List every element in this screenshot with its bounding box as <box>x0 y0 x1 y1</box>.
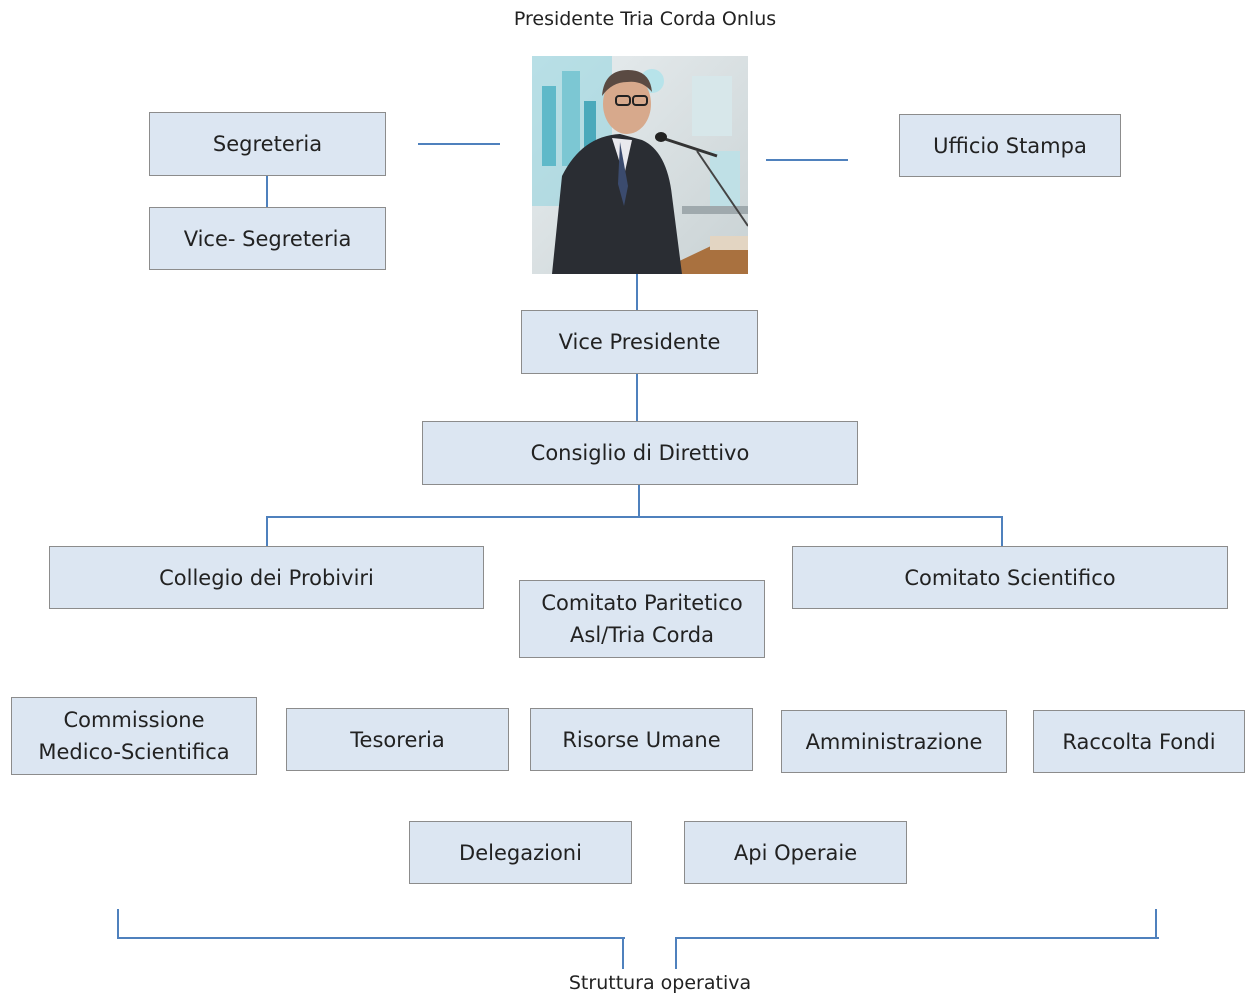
box-comitato-paritetico: Comitato Paritetico Asl/Tria Corda <box>519 580 765 658</box>
box-vice-presidente: Vice Presidente <box>521 310 758 374</box>
bracket-right-end <box>1155 909 1157 939</box>
box-commissione: Commissione Medico-Scientifica <box>11 697 257 775</box>
box-tesoreria: Tesoreria <box>286 708 509 771</box>
chart-title: Presidente Tria Corda Onlus <box>513 8 777 30</box>
connector-segreteria-president <box>418 143 500 145</box>
bracket-left-tip <box>622 937 624 969</box>
box-consiglio-direttivo: Consiglio di Direttivo <box>422 421 858 485</box>
box-ufficio-stampa: Ufficio Stampa <box>899 114 1121 177</box>
connector-consiglio-down <box>638 484 640 517</box>
box-vice-segreteria: Vice- Segreteria <box>149 207 386 270</box>
president-photo <box>532 56 748 274</box>
box-collegio-probiviri: Collegio dei Probiviri <box>49 546 484 609</box>
connector-vice-presidente-consiglio <box>636 373 638 422</box>
connector-segreteria-vice <box>266 175 268 208</box>
footer-label: Struttura operativa <box>568 972 752 994</box>
connector-branch-collegio <box>266 516 268 547</box>
connector-branch <box>266 516 1003 518</box>
box-amministrazione: Amministrazione <box>781 710 1007 773</box>
bracket-left <box>117 937 625 939</box>
box-comitato-scientifico: Comitato Scientifico <box>792 546 1228 609</box>
connector-branch-scientifico <box>1001 516 1003 547</box>
bracket-left-end <box>117 909 119 939</box>
bracket-right <box>675 937 1159 939</box>
box-delegazioni: Delegazioni <box>409 821 632 884</box>
box-risorse-umane: Risorse Umane <box>530 708 753 771</box>
box-segreteria: Segreteria <box>149 112 386 176</box>
connector-president-vice-presidente <box>636 274 638 311</box>
box-api-operaie: Api Operaie <box>684 821 907 884</box>
connector-president-stampa <box>766 159 848 161</box>
box-raccolta-fondi: Raccolta Fondi <box>1033 710 1245 773</box>
bracket-right-tip <box>675 937 677 969</box>
